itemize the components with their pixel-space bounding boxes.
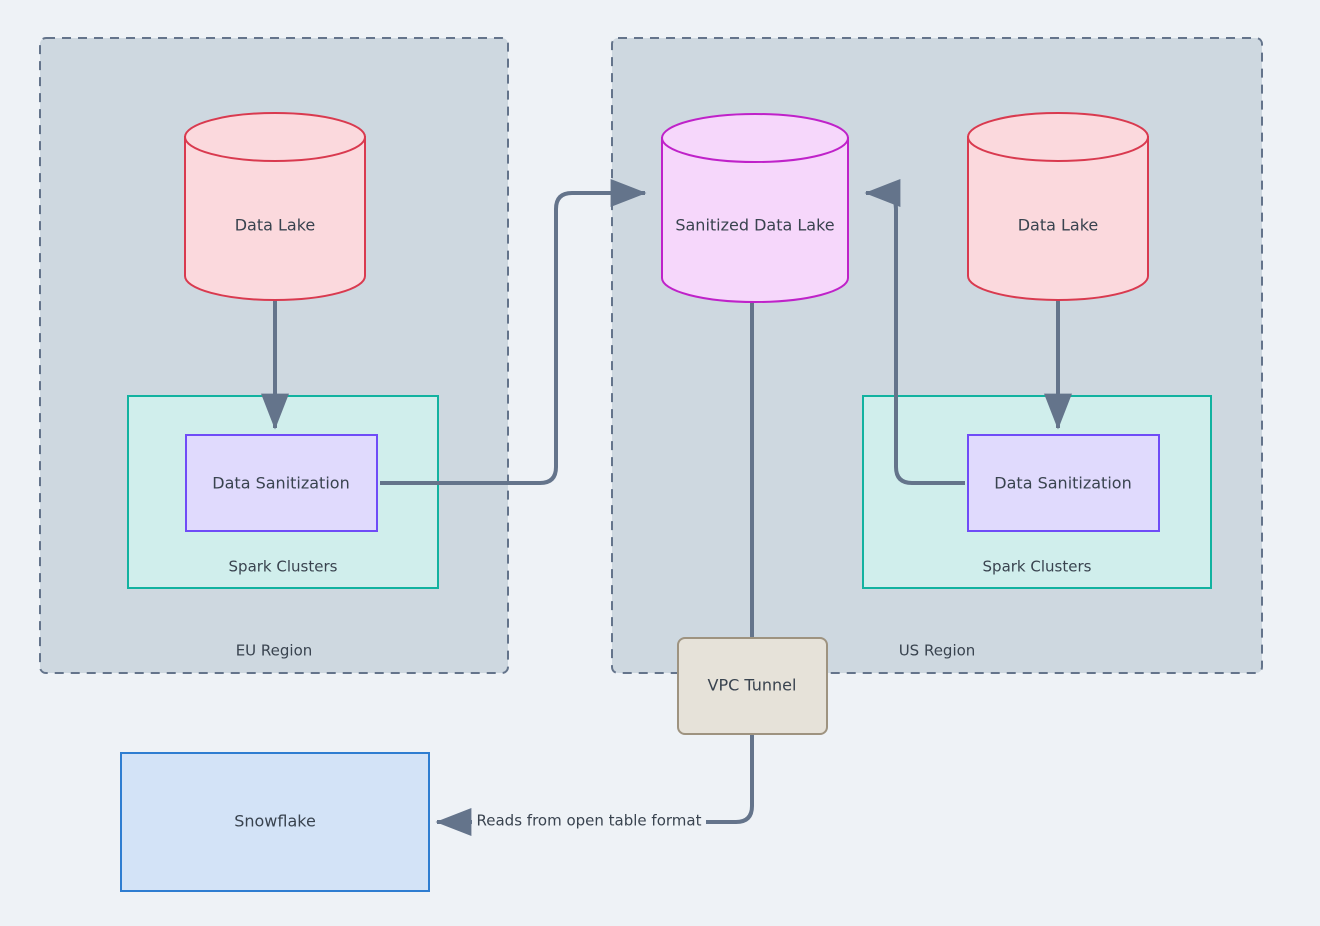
region-us-label: US Region <box>899 642 976 660</box>
eu-data-lake-top <box>184 112 366 162</box>
us-data-lake-top <box>967 112 1149 162</box>
us-spark-clusters-label: Spark Clusters <box>983 558 1092 576</box>
eu-data-lake[interactable]: Data Lake <box>184 112 366 301</box>
sanitized-data-lake[interactable]: Sanitized Data Lake <box>661 113 849 303</box>
edge-eu-sanitization-to-sanitized-lake <box>380 179 647 485</box>
vpc-tunnel-box[interactable] <box>677 637 828 735</box>
region-eu-label: EU Region <box>236 642 313 660</box>
sanitized-data-lake-top <box>661 113 849 163</box>
us-data-sanitization-box[interactable] <box>967 434 1160 532</box>
us-data-sanitization[interactable]: Data Sanitization <box>967 434 1160 532</box>
edge-us-sanitization-to-sanitized-lake <box>864 179 965 485</box>
eu-data-sanitization-box[interactable] <box>185 434 378 532</box>
us-data-lake-body[interactable] <box>967 136 1149 301</box>
eu-data-lake-body[interactable] <box>184 136 366 301</box>
edge-label-reads-from-open-table-format: Reads from open table format <box>477 812 702 830</box>
vpc-tunnel[interactable]: VPC Tunnel <box>677 637 828 735</box>
snowflake[interactable]: Snowflake <box>120 752 430 892</box>
eu-data-sanitization[interactable]: Data Sanitization <box>185 434 378 532</box>
eu-spark-clusters-label: Spark Clusters <box>229 558 338 576</box>
snowflake-box[interactable] <box>120 752 430 892</box>
edge-vpc-to-snowflake-tail <box>706 733 754 824</box>
sanitized-data-lake-body[interactable] <box>661 137 849 303</box>
us-data-lake[interactable]: Data Lake <box>967 112 1149 301</box>
